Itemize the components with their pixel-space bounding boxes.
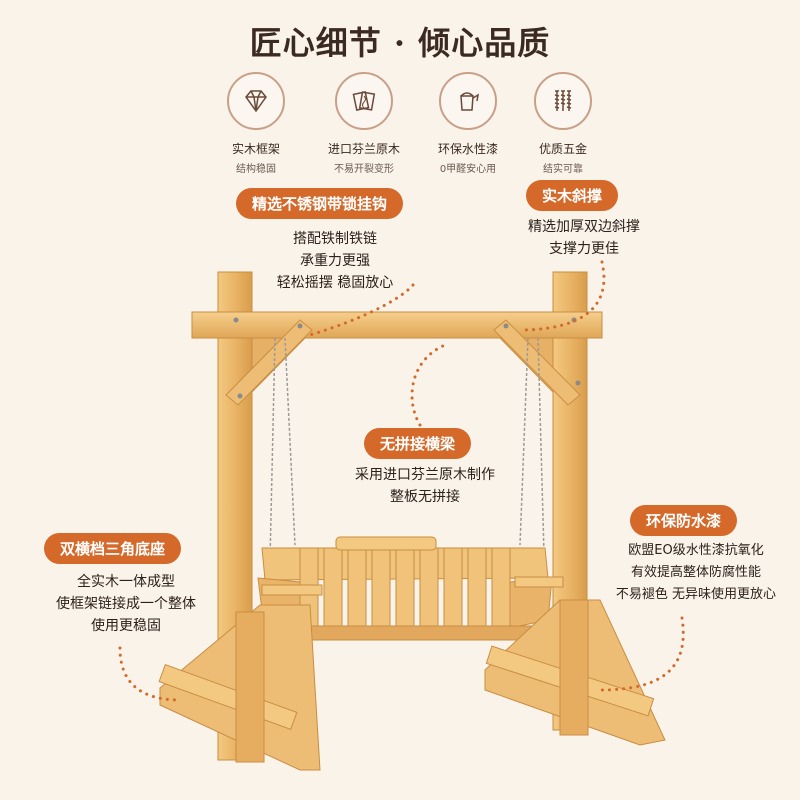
wood-planks-icon bbox=[335, 72, 393, 130]
feature-sub: 0甲醛安心用 bbox=[439, 164, 497, 175]
desc-line: 有效提高整体防腐性能 bbox=[630, 565, 761, 580]
feature-finnish-wood: 进口芬兰原木 不易开裂变形 bbox=[309, 72, 419, 175]
feature-label: 环保水性漆 bbox=[437, 142, 498, 156]
brace-callout-desc: 精选加厚双边斜撑 支撑力更佳 bbox=[514, 216, 654, 260]
brace-callout-title: 实木斜撑 bbox=[526, 180, 619, 211]
screws-icon bbox=[534, 72, 592, 130]
feature-eco-paint: 环保水性漆 0甲醛安心用 bbox=[413, 72, 523, 175]
page-title: 匠心细节 · 倾心品质 bbox=[249, 24, 551, 62]
desc-line: 搭配铁制铁链 bbox=[293, 231, 377, 247]
desc-line: 采用进口芬兰原木制作 bbox=[355, 467, 495, 483]
hook-callout-desc: 搭配铁制铁链 承重力更强 轻松摇摆 稳固放心 bbox=[265, 228, 405, 294]
beam-callout-title: 无拼接横梁 bbox=[364, 428, 472, 459]
desc-line: 全实木一体成型 bbox=[77, 574, 175, 590]
desc-line: 使用更稳固 bbox=[91, 618, 161, 634]
feature-sub: 不易开裂变形 bbox=[334, 164, 394, 175]
feature-label: 实木框架 bbox=[231, 142, 280, 156]
desc-line: 承重力更强 bbox=[300, 253, 370, 269]
feature-solid-wood: 实木框架 结构稳固 bbox=[201, 72, 311, 175]
base-callout-desc: 全实木一体成型 使框架链接成一个整体 使用更稳固 bbox=[36, 571, 216, 637]
diamond-icon bbox=[227, 72, 285, 130]
desc-line: 不易褪色 无异味使用更放心 bbox=[615, 587, 777, 602]
feature-label: 优质五金 bbox=[538, 142, 587, 156]
desc-line: 精选加厚双边斜撑 bbox=[528, 219, 640, 235]
paint-callout-title: 环保防水漆 bbox=[630, 505, 738, 536]
feature-label: 进口芬兰原木 bbox=[327, 142, 400, 156]
feature-hardware: 优质五金 结实可靠 bbox=[508, 72, 618, 175]
hook-callout-title: 精选不锈钢带锁挂钩 bbox=[236, 188, 404, 219]
paint-bucket-icon bbox=[439, 72, 497, 130]
beam-callout-desc: 采用进口芬兰原木制作 整板无拼接 bbox=[340, 464, 510, 508]
desc-line: 轻松摇摆 稳固放心 bbox=[276, 275, 394, 291]
desc-line: 使框架链接成一个整体 bbox=[56, 596, 196, 612]
base-callout-title: 双横档三角底座 bbox=[44, 533, 182, 564]
desc-line: 支撑力更佳 bbox=[549, 241, 619, 257]
feature-sub: 结构稳固 bbox=[236, 164, 276, 175]
desc-line: 欧盟EO级水性漆抗氧化 bbox=[628, 543, 764, 558]
feature-sub: 结实可靠 bbox=[543, 164, 583, 175]
paint-callout-desc: 欧盟EO级水性漆抗氧化 有效提高整体防腐性能 不易褪色 无异味使用更放心 bbox=[598, 540, 794, 606]
desc-line: 整板无拼接 bbox=[390, 489, 460, 505]
